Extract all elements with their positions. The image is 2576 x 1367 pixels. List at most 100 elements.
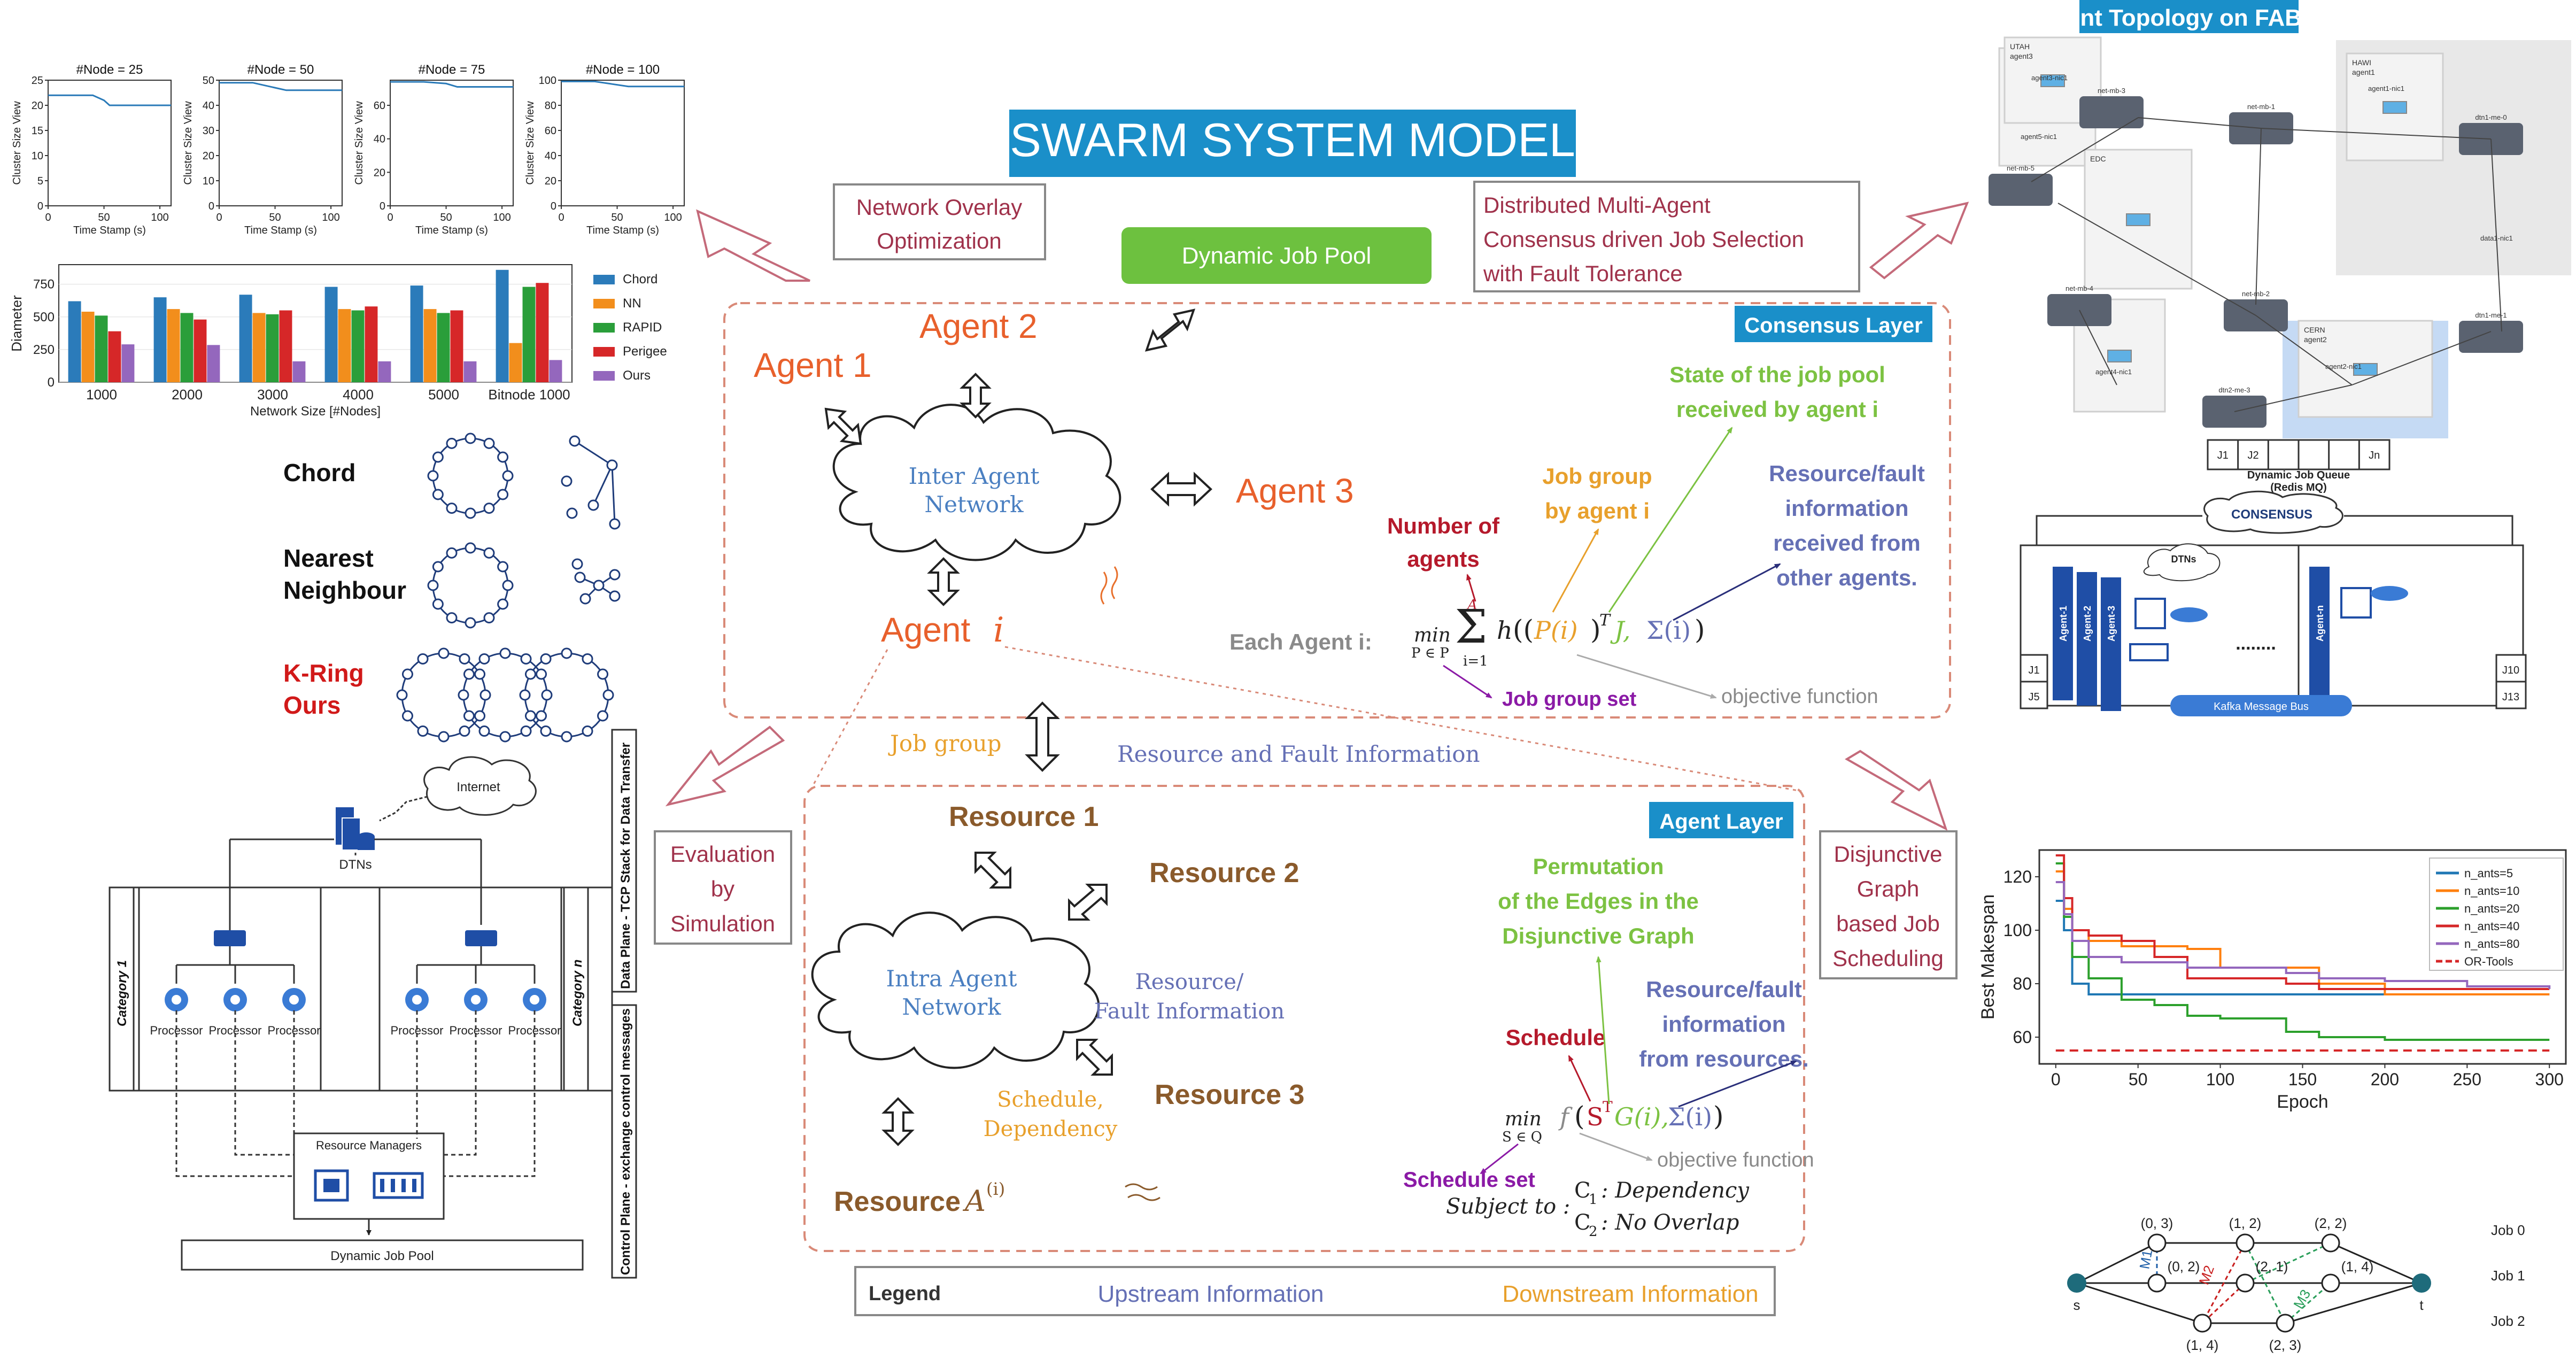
fabric-link	[2057, 203, 2256, 316]
wavy-agent	[1125, 1183, 1161, 1201]
plot-frame	[219, 80, 343, 206]
job-right-1: J10	[2502, 665, 2519, 676]
bar-xtick: Bitnode 1000	[488, 387, 570, 403]
control-plane-box	[611, 1004, 637, 1279]
svg-text:other agents.: other agents.	[1776, 565, 1917, 590]
svg-text:Evaluation: Evaluation	[670, 841, 775, 867]
ring-node	[465, 433, 476, 444]
topology-graphics	[396, 433, 621, 743]
consensus-cloud: CONSENSUS	[2203, 490, 2343, 534]
arrow-number-agents	[1466, 574, 1476, 602]
makespan-xtick: 200	[2371, 1070, 2399, 1089]
legend-downstream: Downstream Information	[1502, 1281, 1758, 1307]
bar	[121, 344, 135, 382]
state-of-pool-1: State of the job pool	[1669, 362, 1885, 387]
bar-ytick: 750	[33, 277, 55, 292]
job-group-by-agent-2: by agent i	[1545, 498, 1650, 523]
arrow-resource-from	[1678, 1060, 1797, 1108]
ring-node	[474, 710, 486, 722]
ring-node	[438, 647, 450, 659]
legend-entry: NN	[623, 296, 641, 311]
dynamic-job-pool: Dynamic Job Pool	[1121, 227, 1432, 284]
fabric-link	[2261, 128, 2492, 140]
constraint-c2: C 2 : No Overlap	[1574, 1210, 1739, 1240]
plot-ytick: 60	[545, 125, 556, 137]
ring-node	[463, 710, 475, 722]
svg-text:Nearest: Nearest	[283, 544, 374, 572]
dtn-server-icon	[336, 807, 375, 851]
plot-ytick: 10	[32, 150, 43, 162]
arrow-resa	[881, 1097, 915, 1146]
ring-node	[497, 598, 509, 610]
svg-text:Resource/fault: Resource/fault	[1769, 461, 1925, 486]
consensus-formula: min P ∈ P A Σ i=1 h (( P(i) ) T J, Σ(i) …	[1411, 597, 1705, 669]
arrow-cloud-agent3	[1150, 472, 1212, 507]
svg-text:min: min	[1505, 1108, 1542, 1130]
inter-agent-label-2: Network	[924, 491, 1024, 518]
plot-ytick: 0	[380, 200, 385, 212]
plot-xtick: 50	[611, 212, 623, 223]
agent-formula: min S ∈ Q f ( S T G(i), Σ(i) )	[1502, 1098, 1724, 1145]
plot-ytick: 0	[37, 200, 43, 212]
ring	[462, 652, 548, 738]
ring-node	[432, 451, 444, 463]
nn-node	[579, 593, 591, 605]
makespan-xtick: 50	[2129, 1070, 2148, 1089]
bar-xlabel: Network Size [#Nodes]	[250, 404, 381, 419]
plot-ytick: 20	[545, 175, 556, 187]
agent-2-label: Agent 2	[919, 307, 1038, 345]
res-fault-small-1: Resource/	[1135, 970, 1244, 994]
graph-node	[2147, 1273, 2167, 1293]
svg-text:Optimization: Optimization	[877, 228, 1001, 253]
ring-node	[597, 668, 609, 680]
graph-target	[2412, 1273, 2431, 1293]
ring-node	[396, 689, 408, 701]
legend-entry: RAPID	[623, 320, 662, 335]
dotted-left	[809, 649, 888, 792]
plot-ytick: 100	[539, 75, 556, 87]
disjunctive-graph: (0, 3)(1, 2)(2, 2)(0, 2)(2, 1)(1, 4)(1, …	[2067, 1215, 2525, 1353]
bar-frame	[58, 264, 573, 383]
plot-ytick: 80	[545, 100, 556, 112]
intra-agent-label-1: Intra Agent	[886, 966, 1017, 992]
ring-node	[465, 542, 476, 554]
makespan-legend-entry: n_ants=5	[2464, 867, 2513, 880]
svg-text:Consensus driven Job Selection: Consensus driven Job Selection	[1483, 227, 1804, 252]
fabric-title: Agent Topology on FABRIC	[2036, 5, 2342, 31]
plot-frame	[48, 80, 172, 206]
fabric-nic	[2126, 213, 2150, 226]
plot-title: #Node = 75	[419, 63, 485, 77]
fabric-link	[2351, 331, 2492, 385]
internet-link	[379, 796, 428, 822]
network-service-node	[2079, 96, 2144, 128]
fabric-nic-label: agent2-nic1	[2325, 362, 2362, 370]
internet-cloud	[423, 756, 537, 816]
network-service-node	[2459, 321, 2523, 353]
fabric-link	[2255, 128, 2262, 305]
arrow-agent1-cloud	[824, 407, 862, 445]
categoryn-tab	[563, 886, 589, 1092]
plot-xtick: 0	[387, 212, 393, 223]
distributed-consensus-box: Distributed Multi-Agent Consensus driven…	[1473, 181, 1860, 292]
plot-ylabel: Cluster Size View	[11, 101, 23, 185]
plot-ytick: 20	[203, 150, 214, 162]
makespan-legend-entry: n_ants=20	[2464, 902, 2519, 915]
plot-frame	[390, 80, 514, 206]
bar	[522, 287, 536, 382]
bar	[324, 287, 338, 382]
graph-target-label: t	[2419, 1297, 2424, 1313]
network-service-label: net-mb-3	[2098, 87, 2125, 95]
ring	[401, 652, 486, 738]
plot-xlabel: Time Stamp (s)	[73, 225, 146, 236]
ring-node	[502, 470, 514, 482]
fabric-site-label: UTAH	[2010, 42, 2030, 51]
job-label: Job 2	[2491, 1313, 2525, 1329]
nn-node	[574, 571, 586, 583]
formula-j: J,	[1610, 616, 1630, 645]
number-of-agents-1: Number of	[1387, 513, 1500, 538]
bar	[351, 310, 365, 382]
fabric-cpu-icon	[2340, 587, 2372, 619]
fabric-site-label: CERN	[2304, 326, 2325, 334]
svg-text:of the Edges in the: of the Edges in the	[1498, 889, 1699, 914]
svg-text:G(i),: G(i),	[1614, 1102, 1669, 1131]
